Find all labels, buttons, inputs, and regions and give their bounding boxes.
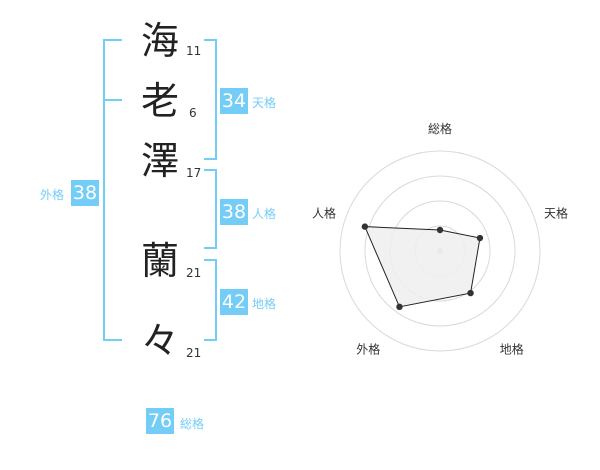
stroke-count-4: 21 (186, 266, 202, 280)
name-char-1: 海 (140, 19, 179, 63)
radar-point-1 (436, 226, 444, 234)
radar-point-4 (396, 303, 403, 311)
radar-point-3 (467, 289, 474, 297)
jinkaku-value: 38 (220, 199, 248, 225)
gaikaku-label: 外格 (40, 188, 65, 202)
stroke-count-2: 6 (189, 106, 197, 120)
gaikaku-value: 38 (71, 180, 99, 206)
radar-axis-label-5: 人格 (312, 205, 336, 220)
radar-point-2 (476, 234, 484, 242)
soukaku-value: 76 (146, 408, 174, 434)
radar-axis-label-1: 総格 (428, 121, 452, 136)
stroke-count-5: 21 (186, 346, 202, 360)
chikaku-value: 42 (220, 289, 248, 315)
tenkaku-label: 天格 (252, 96, 277, 110)
radar-axis-label-3: 地格 (500, 342, 524, 357)
radar-ring-4 (339, 150, 541, 352)
stroke-count-3: 17 (186, 166, 202, 180)
radar-polygon (364, 226, 481, 308)
name-char-5: 々 (140, 319, 179, 363)
chikaku-label: 地格 (252, 297, 277, 311)
radar-axis-label-4: 外格 (356, 342, 380, 357)
radar-point-5 (361, 223, 369, 230)
soukaku-label: 総格 (180, 417, 205, 431)
name-char-4: 蘭 (140, 239, 179, 283)
name-char-2: 老 (140, 79, 179, 123)
radar-ring-3 (364, 175, 516, 327)
name-char-3: 澤 (140, 139, 179, 183)
stroke-count-1: 11 (186, 44, 202, 58)
jinkaku-label: 人格 (252, 207, 277, 221)
tenkaku-value: 34 (220, 88, 248, 114)
radar-axis-label-2: 天格 (544, 205, 568, 220)
